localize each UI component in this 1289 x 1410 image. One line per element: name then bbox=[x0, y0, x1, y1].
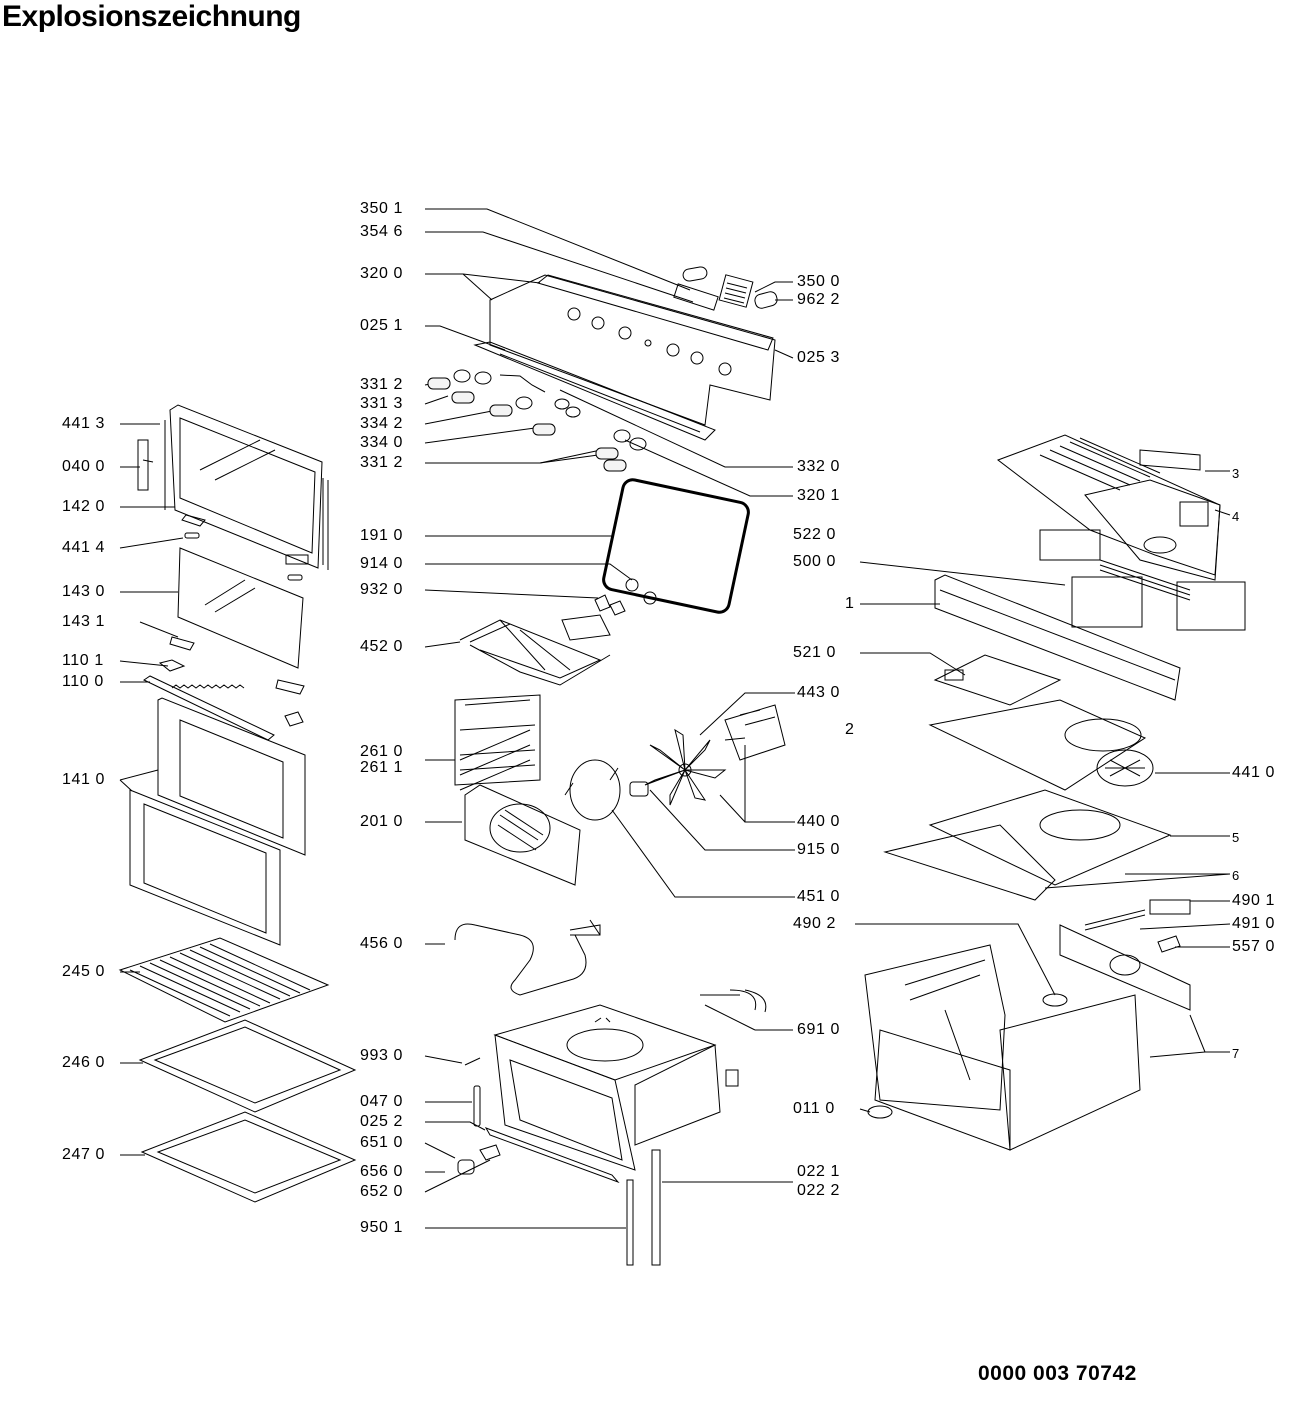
part-label-246-0: 246 0 bbox=[62, 1054, 106, 1071]
part-label-040-0: 040 0 bbox=[62, 458, 106, 475]
housing-and-electronics bbox=[865, 435, 1245, 1150]
part-label-441-3: 441 3 bbox=[62, 415, 106, 432]
part-label-652-0: 652 0 bbox=[360, 1183, 404, 1200]
fan-assembly bbox=[565, 705, 785, 820]
control-panel-assembly bbox=[475, 266, 778, 440]
part-label-7: 7 bbox=[1232, 1046, 1240, 1061]
part-label-491-0: 491 0 bbox=[1232, 915, 1276, 932]
part-label-651-0: 651 0 bbox=[360, 1134, 404, 1151]
oven-cavity bbox=[458, 990, 766, 1265]
part-label-441-4: 441 4 bbox=[62, 539, 106, 556]
part-label-350-1: 350 1 bbox=[360, 200, 404, 217]
part-label-331-2-b: 331 2 bbox=[360, 454, 404, 471]
part-label-245-0: 245 0 bbox=[62, 963, 106, 980]
part-label-456-0: 456 0 bbox=[360, 935, 404, 952]
part-label-932-0: 932 0 bbox=[360, 581, 404, 598]
part-label-320-1: 320 1 bbox=[797, 487, 841, 504]
part-label-332-0: 332 0 bbox=[797, 458, 841, 475]
part-label-011-0: 011 0 bbox=[793, 1100, 835, 1117]
part-label-331-2-a: 331 2 bbox=[360, 376, 404, 393]
part-label-320-0: 320 0 bbox=[360, 265, 404, 282]
part-label-443-0: 443 0 bbox=[797, 684, 841, 701]
part-label-143-1: 143 1 bbox=[62, 613, 106, 630]
part-label-490-1: 490 1 bbox=[1232, 892, 1276, 909]
part-label-025-1: 025 1 bbox=[360, 317, 404, 334]
part-label-261-1: 261 1 bbox=[360, 759, 404, 776]
part-label-500-0: 500 0 bbox=[793, 553, 837, 570]
part-label-334-2: 334 2 bbox=[360, 415, 404, 432]
part-label-191-0: 191 0 bbox=[360, 527, 404, 544]
part-label-022-2: 022 2 bbox=[797, 1182, 841, 1199]
part-label-110-0: 110 0 bbox=[62, 673, 104, 690]
part-label-522-0: 522 0 bbox=[793, 526, 837, 543]
part-label-1: 1 bbox=[845, 595, 855, 612]
part-label-047-0: 047 0 bbox=[360, 1093, 404, 1110]
part-label-025-3: 025 3 bbox=[797, 349, 841, 366]
part-label-354-6: 354 6 bbox=[360, 223, 404, 240]
part-label-993-0: 993 0 bbox=[360, 1047, 404, 1064]
oven-racks-and-trays bbox=[120, 938, 355, 1202]
part-label-334-0: 334 0 bbox=[360, 434, 404, 451]
part-label-6: 6 bbox=[1232, 868, 1240, 883]
part-label-5: 5 bbox=[1232, 830, 1240, 845]
part-label-4: 4 bbox=[1232, 509, 1240, 524]
page-title: Explosionszeichnung bbox=[2, 0, 301, 33]
part-label-143-0: 143 0 bbox=[62, 583, 106, 600]
part-label-914-0: 914 0 bbox=[360, 555, 404, 572]
part-label-962-2: 962 2 bbox=[797, 291, 841, 308]
part-label-142-0: 142 0 bbox=[62, 498, 106, 515]
part-label-261-0: 261 0 bbox=[360, 743, 404, 760]
part-label-521-0: 521 0 bbox=[793, 644, 837, 661]
part-label-025-2: 025 2 bbox=[360, 1113, 404, 1130]
part-label-691-0: 691 0 bbox=[797, 1021, 841, 1038]
part-label-950-1: 950 1 bbox=[360, 1219, 404, 1236]
part-label-201-0: 201 0 bbox=[360, 813, 404, 830]
part-label-110-1: 110 1 bbox=[62, 652, 104, 669]
control-knobs bbox=[428, 370, 646, 471]
part-label-557-0: 557 0 bbox=[1232, 938, 1276, 955]
part-label-141-0: 141 0 bbox=[62, 771, 106, 788]
part-label-3: 3 bbox=[1232, 466, 1240, 481]
part-label-915-0: 915 0 bbox=[797, 841, 841, 858]
part-label-022-1: 022 1 bbox=[797, 1163, 841, 1180]
part-label-247-0: 247 0 bbox=[62, 1146, 106, 1163]
part-label-350-0: 350 0 bbox=[797, 273, 841, 290]
part-label-656-0: 656 0 bbox=[360, 1163, 404, 1180]
part-label-451-0: 451 0 bbox=[797, 888, 841, 905]
part-label-490-2: 490 2 bbox=[793, 915, 837, 932]
part-label-440-0: 440 0 bbox=[797, 813, 841, 830]
door-seal-and-heaters bbox=[455, 478, 750, 995]
part-label-2: 2 bbox=[845, 721, 855, 738]
document-number: 0000 003 70742 bbox=[978, 1362, 1137, 1385]
part-label-331-3: 331 3 bbox=[360, 395, 404, 412]
part-label-441-0: 441 0 bbox=[1232, 764, 1276, 781]
part-label-452-0: 452 0 bbox=[360, 638, 404, 655]
oven-door-assembly bbox=[130, 405, 328, 945]
